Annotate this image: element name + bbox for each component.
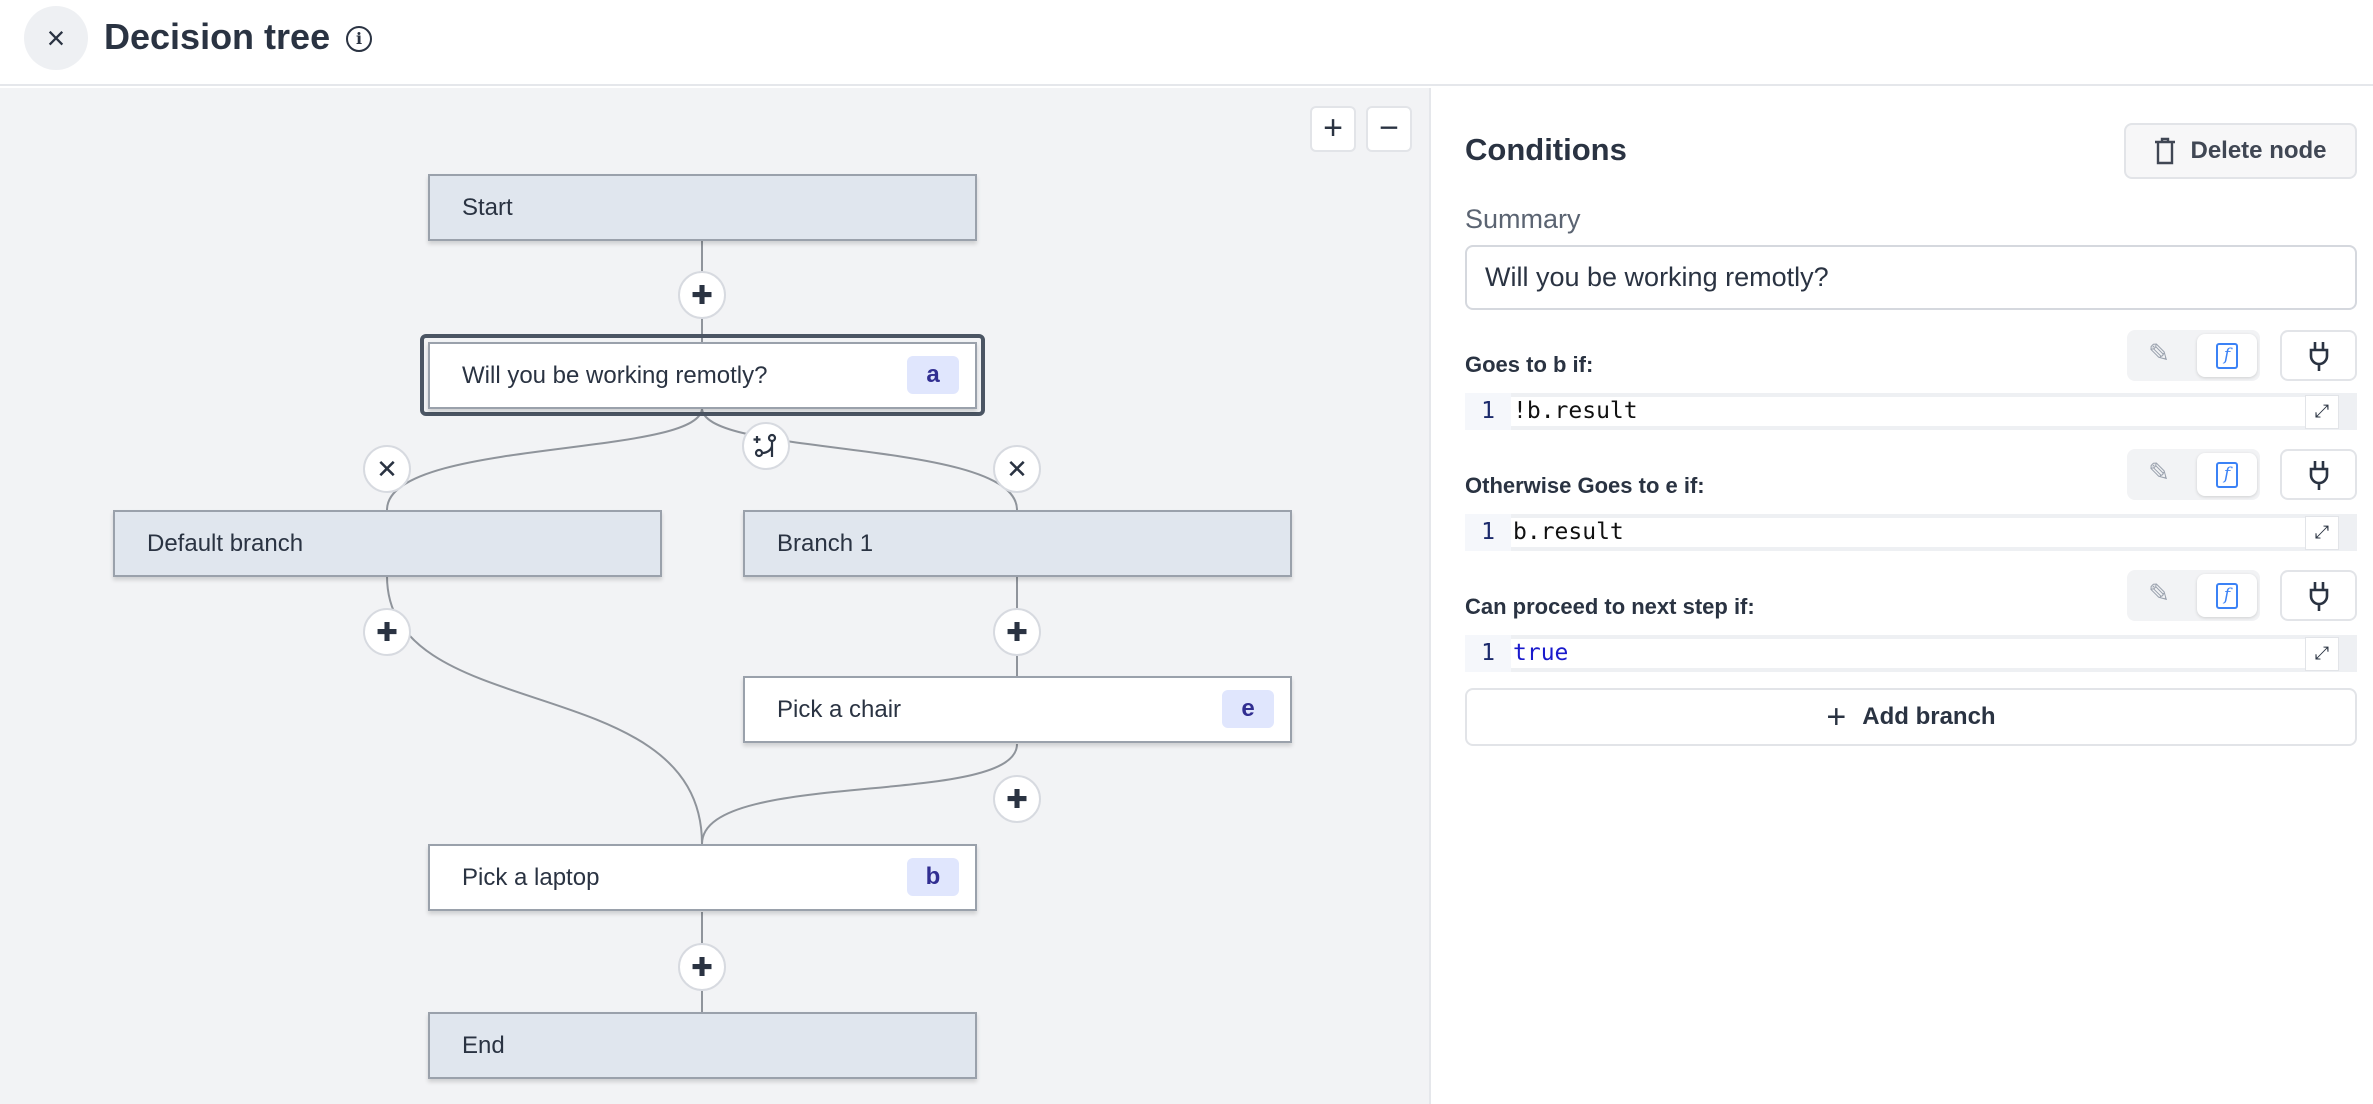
edge-chair-laptop bbox=[701, 743, 1018, 845]
expand-icon[interactable]: ⤢ bbox=[2305, 395, 2339, 429]
function-icon: f bbox=[2216, 461, 2238, 488]
mode-toggle: ✎f bbox=[2127, 449, 2260, 500]
add-step-button[interactable]: ✚ bbox=[993, 608, 1041, 656]
delete-node-label: Delete node bbox=[2190, 137, 2327, 164]
add-step-button[interactable]: ✚ bbox=[678, 943, 726, 991]
pencil-icon[interactable]: ✎ bbox=[2148, 457, 2170, 487]
git-branch-icon bbox=[753, 433, 777, 458]
node-question[interactable]: Will you be working remotly? a bbox=[428, 342, 977, 409]
zoom-out-button[interactable]: − bbox=[1366, 106, 1412, 152]
plus-icon: ✚ bbox=[691, 279, 713, 310]
line-number: 1 bbox=[1465, 393, 1511, 430]
summary-label: Summary bbox=[1465, 204, 1581, 234]
condition-label: Goes to b if: bbox=[1465, 352, 1594, 377]
node-badge: a bbox=[907, 356, 959, 394]
node-label: Start bbox=[462, 193, 513, 221]
node-end[interactable]: End bbox=[428, 1012, 977, 1079]
edge-default-laptop bbox=[386, 575, 703, 845]
node-label: Pick a chair bbox=[777, 695, 902, 723]
plus-icon: ✚ bbox=[691, 951, 713, 982]
add-branch-icon-button[interactable] bbox=[742, 422, 790, 470]
zoom-in-button[interactable]: + bbox=[1310, 106, 1356, 152]
add-step-button[interactable]: ✚ bbox=[678, 271, 726, 319]
node-branch-1[interactable]: Branch 1 bbox=[743, 510, 1292, 577]
plus-icon: ✚ bbox=[376, 616, 398, 647]
selection-outline bbox=[420, 334, 985, 416]
line-number: 1 bbox=[1465, 635, 1511, 672]
line-number: 1 bbox=[1465, 514, 1511, 551]
node-start[interactable]: Start bbox=[428, 174, 977, 241]
node-default-branch[interactable]: Default branch bbox=[113, 510, 662, 577]
condition-label: Can proceed to next step if: bbox=[1465, 594, 1755, 619]
delete-branch-button[interactable]: ✕ bbox=[363, 445, 411, 493]
code-editor[interactable]: 1!b.result⤢ bbox=[1465, 393, 2357, 430]
close-button[interactable]: × bbox=[24, 6, 88, 70]
close-icon: ✕ bbox=[376, 453, 398, 484]
trash-icon bbox=[2155, 137, 2176, 165]
flow-canvas[interactable]: + − Start ✚ Will you be working remotly?… bbox=[0, 88, 1431, 1104]
close-icon: × bbox=[46, 19, 66, 56]
plug-icon bbox=[2309, 341, 2328, 371]
add-step-button[interactable]: ✚ bbox=[993, 775, 1041, 823]
code-text[interactable]: !b.result bbox=[1511, 397, 2335, 426]
plug-icon bbox=[2309, 581, 2328, 611]
plus-icon: ✚ bbox=[1006, 616, 1028, 647]
plug-button[interactable] bbox=[2280, 330, 2357, 381]
function-mode-button[interactable]: f bbox=[2197, 574, 2257, 617]
mode-toggle: ✎f bbox=[2127, 570, 2260, 621]
plug-button[interactable] bbox=[2280, 449, 2357, 500]
add-branch-button[interactable]: + Add branch bbox=[1465, 688, 2357, 746]
node-label: Pick a laptop bbox=[462, 863, 600, 891]
edge-question-default bbox=[386, 407, 703, 511]
pencil-icon[interactable]: ✎ bbox=[2148, 578, 2170, 608]
condition-label: Otherwise Goes to e if: bbox=[1465, 473, 1705, 498]
plug-button[interactable] bbox=[2280, 570, 2357, 621]
conditions-panel: Conditions Delete node Summary Will you … bbox=[1433, 88, 2373, 1104]
info-icon[interactable]: i bbox=[346, 26, 372, 52]
function-icon: f bbox=[2216, 342, 2238, 369]
plug-icon bbox=[2309, 460, 2328, 490]
node-label: Will you be working remotly? bbox=[462, 361, 768, 389]
node-label: End bbox=[462, 1031, 505, 1059]
function-mode-button[interactable]: f bbox=[2197, 453, 2257, 496]
add-step-button[interactable]: ✚ bbox=[363, 608, 411, 656]
expand-icon[interactable]: ⤢ bbox=[2305, 637, 2339, 671]
plus-icon: + bbox=[1826, 697, 1847, 736]
function-icon: f bbox=[2216, 582, 2238, 609]
node-badge: e bbox=[1222, 690, 1274, 728]
node-pick-chair[interactable]: Pick a chair e bbox=[743, 676, 1292, 743]
summary-input[interactable]: Will you be working remotly? bbox=[1465, 245, 2357, 310]
function-mode-button[interactable]: f bbox=[2197, 334, 2257, 377]
add-branch-label: Add branch bbox=[1862, 703, 1996, 730]
pencil-icon[interactable]: ✎ bbox=[2148, 338, 2170, 368]
node-label: Branch 1 bbox=[777, 529, 874, 557]
header: × Decision tree i bbox=[0, 0, 2373, 86]
mode-toggle: ✎f bbox=[2127, 330, 2260, 381]
code-text[interactable]: b.result bbox=[1511, 518, 2335, 547]
expand-icon[interactable]: ⤢ bbox=[2305, 516, 2339, 550]
panel-title: Conditions bbox=[1465, 132, 1627, 167]
node-pick-laptop[interactable]: Pick a laptop b bbox=[428, 844, 977, 911]
plus-icon: ✚ bbox=[1006, 783, 1028, 814]
node-label: Default branch bbox=[147, 529, 304, 557]
delete-branch-button[interactable]: ✕ bbox=[993, 445, 1041, 493]
node-badge: b bbox=[907, 858, 959, 896]
page-title: Decision tree bbox=[104, 16, 331, 57]
delete-node-button[interactable]: Delete node bbox=[2124, 123, 2357, 179]
code-text[interactable]: true bbox=[1511, 639, 2335, 668]
close-icon: ✕ bbox=[1006, 453, 1028, 484]
